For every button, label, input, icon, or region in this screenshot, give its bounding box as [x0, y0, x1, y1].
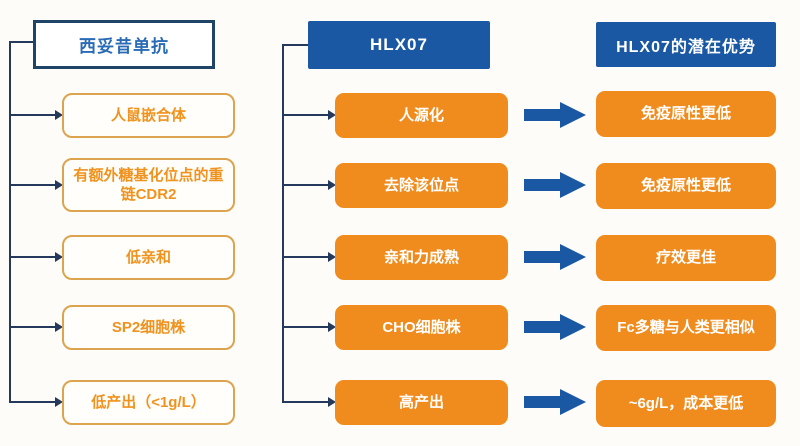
advantage-item: Fc多糖与人类更相似: [596, 305, 776, 351]
advantage-item: ~6g/L，成本更低: [596, 380, 776, 427]
blue-arrow-right-icon: [524, 314, 586, 340]
blue-arrow-right-icon: [524, 172, 586, 198]
left-tree-vertical-line: [9, 42, 11, 403]
advantages-header: HLX07的潜在优势: [596, 22, 776, 67]
arrowhead-icon: [55, 180, 63, 190]
left-tree-branch: [9, 401, 55, 403]
blue-arrow-right-icon: [524, 389, 586, 415]
advantage-item: 疗效更佳: [596, 235, 776, 281]
cetuximab-item: 低产出（<1g/L）: [62, 380, 235, 425]
cetuximab-item: 低亲和: [62, 235, 235, 280]
arrowhead-icon: [328, 110, 336, 120]
middle-tree-vertical-line: [282, 45, 284, 403]
hlx07-item: 人源化: [335, 93, 508, 138]
advantage-item: 免疫原性更低: [596, 163, 776, 209]
arrowhead-icon: [55, 397, 63, 407]
left-tree-header-branch: [9, 41, 33, 43]
arrowhead-icon: [55, 110, 63, 120]
cetuximab-item: 有额外糖基化位点的重链CDR2: [62, 158, 235, 212]
cetuximab-item: SP2细胞株: [62, 305, 235, 350]
arrowhead-icon: [55, 252, 63, 262]
left-tree-branch: [9, 256, 55, 258]
middle-tree-branch: [282, 114, 328, 116]
left-tree-branch: [9, 114, 55, 116]
arrowhead-icon: [55, 322, 63, 332]
cetuximab-header: 西妥昔单抗: [33, 20, 215, 69]
arrowhead-icon: [328, 322, 336, 332]
blue-arrow-right-icon: [524, 244, 586, 270]
hlx07-item: 高产出: [335, 380, 508, 425]
left-tree-branch: [9, 326, 55, 328]
arrowhead-icon: [328, 397, 336, 407]
middle-tree-branch: [282, 326, 328, 328]
arrowhead-icon: [328, 252, 336, 262]
advantage-item: 免疫原性更低: [596, 91, 776, 137]
cetuximab-item: 人鼠嵌合体: [62, 93, 235, 138]
arrowhead-icon: [328, 180, 336, 190]
middle-tree-branch: [282, 184, 328, 186]
middle-tree-branch: [282, 401, 328, 403]
hlx07-header: HLX07: [308, 21, 490, 69]
left-tree-branch: [9, 184, 55, 186]
middle-tree-branch: [282, 256, 328, 258]
blue-arrow-right-icon: [524, 102, 586, 128]
hlx07-item: CHO细胞株: [335, 305, 508, 350]
hlx07-item: 去除该位点: [335, 163, 508, 208]
hlx07-item: 亲和力成熟: [335, 235, 508, 280]
middle-tree-header-branch: [282, 44, 308, 46]
